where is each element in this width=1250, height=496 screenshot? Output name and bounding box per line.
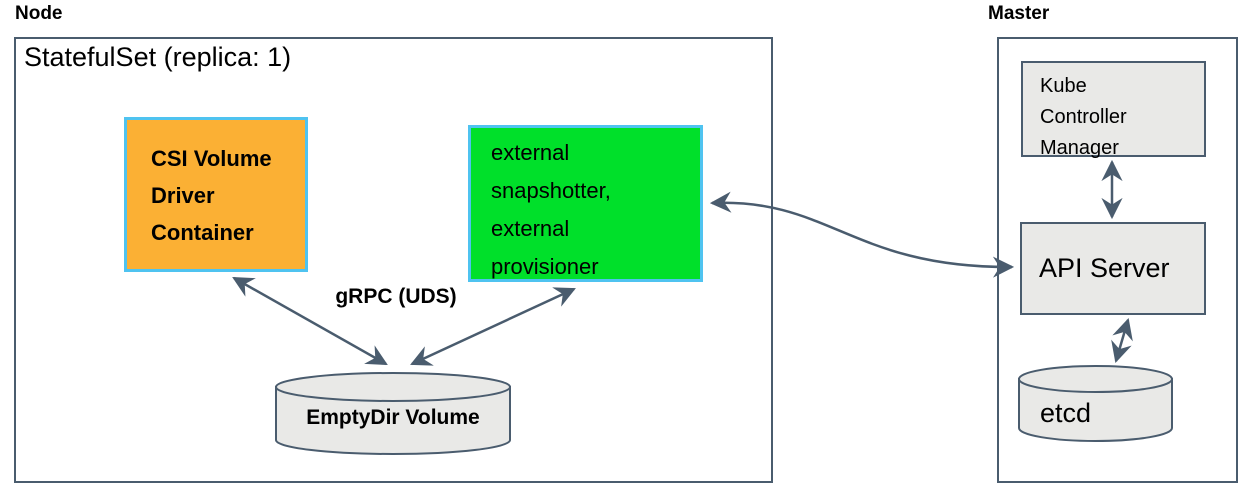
kube-controller-manager-box: Kube Controller Manager bbox=[1021, 61, 1206, 159]
api-server-box: API Server bbox=[1020, 222, 1206, 315]
statefulset-title: StatefulSet (replica: 1) bbox=[24, 42, 292, 72]
emptydir-volume-label: EmptyDir Volume bbox=[306, 406, 480, 429]
etcd-label: etcd bbox=[1040, 398, 1092, 428]
csi-volume-driver-container-box: CSI Volume Driver Container bbox=[124, 117, 308, 272]
grpc-uds-label: gRPC (UDS) bbox=[335, 285, 457, 308]
external-snapshotter-provisioner-box: external snapshotter, external provision… bbox=[468, 125, 703, 282]
master-zone-label: Master bbox=[988, 3, 1050, 24]
node-zone-label: Node bbox=[15, 3, 63, 24]
